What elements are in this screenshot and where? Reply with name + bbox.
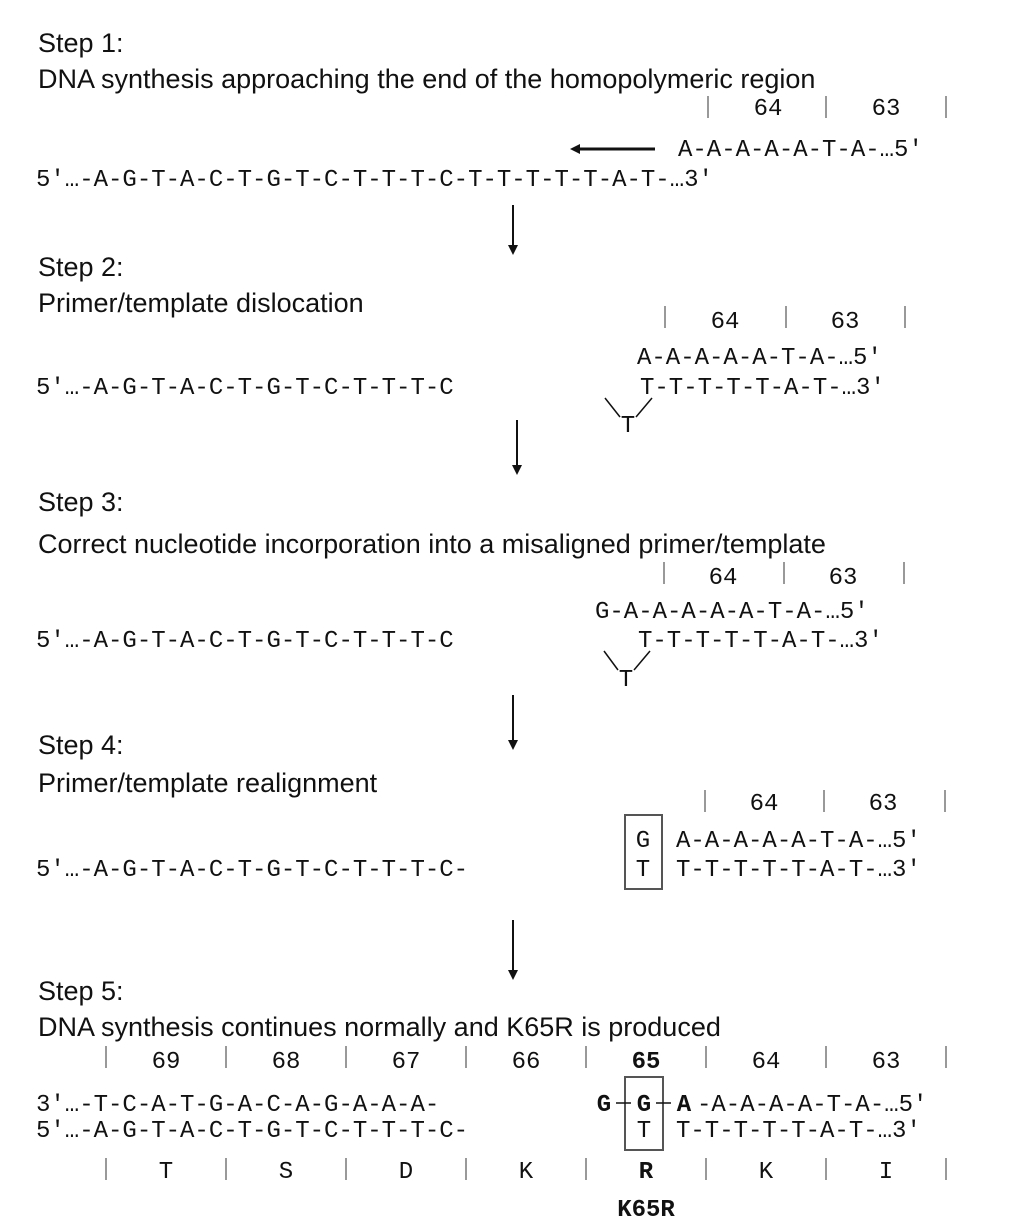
step-3: Step 3: Correct nucleotide incorporation… — [36, 487, 905, 694]
step-2-description: Primer/template dislocation — [38, 288, 364, 318]
step-3-description: Correct nucleotide incorporation into a … — [38, 529, 826, 559]
template-strand-right: T-T-T-T-T-A-T-…3′ — [638, 628, 883, 655]
codon-number: 68 — [272, 1049, 301, 1076]
top-strand-bold-g: G — [597, 1092, 611, 1119]
amino-acid: K — [519, 1159, 534, 1186]
codon-number: 63 — [829, 565, 858, 592]
primer-strand: G-A-A-A-A-A-T-A-…5′ — [595, 599, 869, 626]
template-strand-left: 5′…-A-G-T-A-C-T-G-T-C-T-T-T-C- — [36, 857, 468, 884]
step-1-codon-ruler: 64 63 — [707, 96, 947, 123]
codon-number: 63 — [872, 1049, 901, 1076]
template-strand: 5′…-A-G-T-A-C-T-G-T-C-T-T-T-C-T-T-T-T-T-… — [36, 167, 713, 194]
primer-boxed-base: G — [636, 828, 650, 855]
top-strand-left: 3′…-T-C-A-T-G-A-C-A-G-A-A-A- — [36, 1092, 439, 1119]
codon-number: 66 — [512, 1049, 541, 1076]
codon-number: 69 — [152, 1049, 181, 1076]
codon-number: 64 — [750, 791, 779, 818]
step-2-heading: Step 2: — [38, 252, 124, 282]
step-3-heading: Step 3: — [38, 487, 124, 517]
step-4: Step 4: Primer/template realignment 64 6… — [36, 730, 946, 890]
codon-number: 64 — [711, 309, 740, 336]
step-2: Step 2: Primer/template dislocation 64 6… — [36, 252, 906, 440]
bulge-loop — [604, 397, 653, 418]
step-5-heading: Step 5: — [38, 976, 124, 1006]
codon-number: 64 — [709, 565, 738, 592]
template-strand-left: 5′…-A-G-T-A-C-T-G-T-C-T-T-T-C — [36, 628, 454, 655]
codon-number: 64 — [752, 1049, 781, 1076]
step-1-heading: Step 1: — [38, 28, 124, 58]
amino-acid: S — [279, 1159, 293, 1186]
top-strand-bold-a: A — [677, 1092, 692, 1119]
top-strand-right: -A-A-A-A-T-A-…5′ — [697, 1092, 927, 1119]
step-5-description: DNA synthesis continues normally and K65… — [38, 1012, 721, 1042]
step-1: Step 1: DNA synthesis approaching the en… — [36, 28, 947, 194]
bottom-strand-boxed-base: T — [637, 1118, 651, 1145]
amino-acid-mutant: R — [639, 1159, 654, 1186]
step-5: Step 5: DNA synthesis continues normally… — [36, 976, 947, 1224]
top-strand-boxed-base: G — [637, 1092, 651, 1119]
codon-number: 63 — [869, 791, 898, 818]
amino-acid-ruler: T S D K R K I — [105, 1158, 947, 1186]
step-4-description: Primer/template realignment — [38, 768, 378, 798]
bottom-strand-left: 5′…-A-G-T-A-C-T-G-T-C-T-T-T-C- — [36, 1118, 468, 1145]
bulged-base: T — [619, 667, 633, 694]
template-boxed-base: T — [636, 857, 650, 884]
step-2-codon-ruler: 64 63 — [664, 306, 906, 336]
bottom-strand-right: T-T-T-T-T-A-T-…3′ — [676, 1118, 921, 1145]
amino-acid: I — [879, 1159, 893, 1186]
codon-number: 67 — [392, 1049, 421, 1076]
bulge-loop — [603, 650, 651, 671]
primer-strand: A-A-A-A-A-T-A-…5′ — [676, 828, 921, 855]
primer-strand: A-A-A-A-A-T-A-…5′ — [637, 345, 882, 372]
primer-strand: A-A-A-A-A-T-A-…5′ — [678, 137, 923, 164]
amino-acid: K — [759, 1159, 774, 1186]
template-strand-right: T-T-T-T-T-A-T-…3′ — [640, 375, 885, 402]
template-strand-right: T-T-T-T-T-A-T-…3′ — [676, 857, 921, 884]
codon-number: 63 — [872, 96, 901, 123]
codon-number: 63 — [831, 309, 860, 336]
highlight-box — [624, 814, 663, 890]
bulged-base: T — [621, 413, 635, 440]
amino-acid: D — [399, 1159, 413, 1186]
highlight-box — [624, 1076, 664, 1151]
template-strand-left: 5′…-A-G-T-A-C-T-G-T-C-T-T-T-C — [36, 375, 454, 402]
step-1-description: DNA synthesis approaching the end of the… — [38, 64, 815, 94]
codon-number-highlighted: 65 — [632, 1049, 661, 1076]
amino-acid: T — [159, 1159, 173, 1186]
mutation-label: K65R — [617, 1197, 675, 1224]
step-4-codon-ruler: 64 63 — [704, 790, 946, 818]
step-3-codon-ruler: 64 63 — [663, 562, 905, 592]
codon-number: 64 — [754, 96, 783, 123]
step-4-heading: Step 4: — [38, 730, 124, 760]
step-5-codon-ruler: 69 68 67 66 65 64 63 — [105, 1046, 947, 1076]
